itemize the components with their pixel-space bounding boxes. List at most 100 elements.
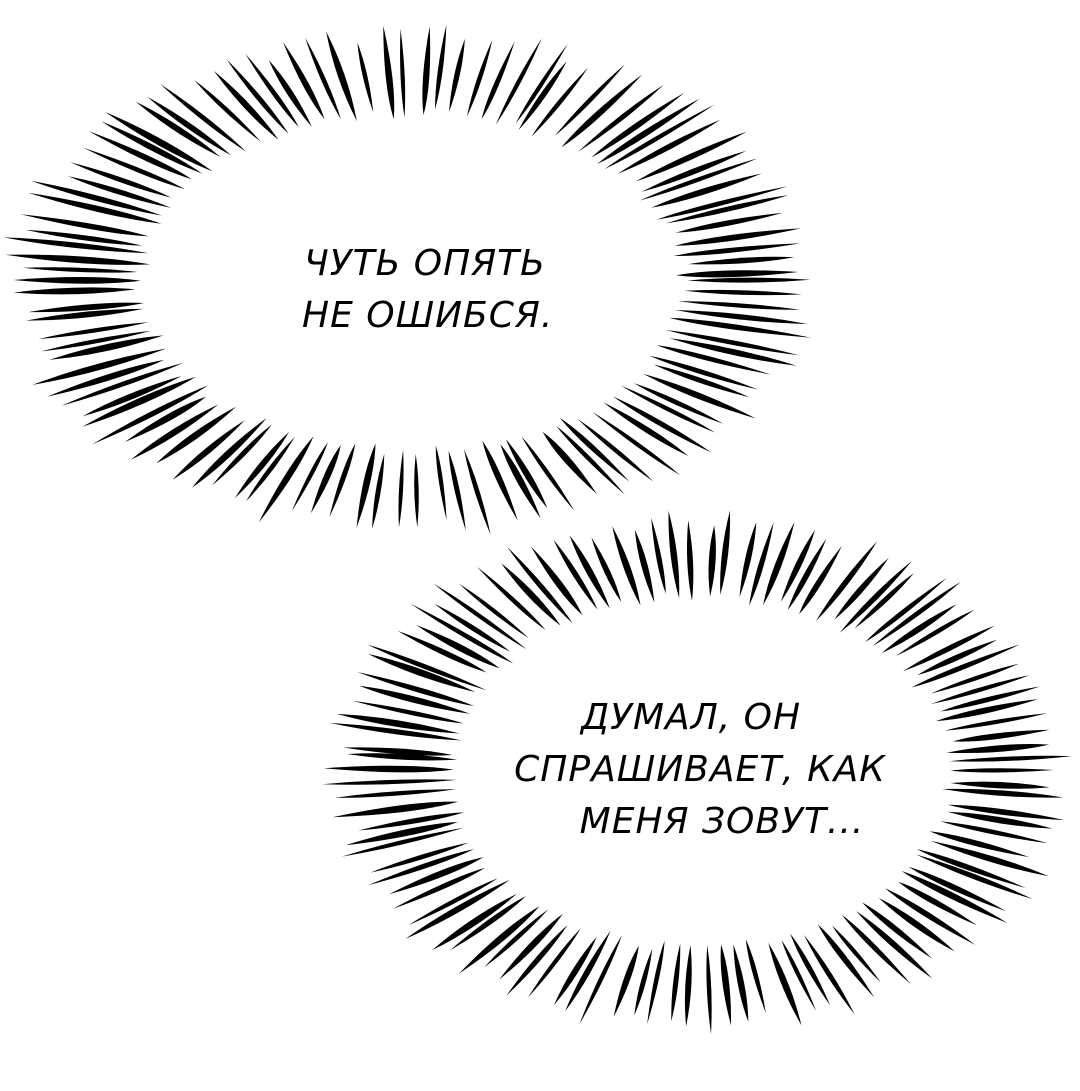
burst-spike	[952, 729, 1050, 742]
burst-spike	[634, 529, 655, 603]
burst-spike	[341, 827, 464, 857]
burst-spike	[674, 228, 801, 246]
burst-spike	[612, 396, 712, 453]
burst-spike	[38, 322, 149, 339]
burst-spike	[408, 878, 498, 926]
burst-spike	[561, 74, 643, 148]
burst-spike	[343, 747, 453, 756]
burst-spike	[940, 686, 1041, 712]
burst-spike	[684, 945, 692, 1027]
burst-spike	[501, 563, 561, 626]
burst-spike	[28, 192, 162, 224]
burst-spike	[651, 173, 762, 208]
burst-spike	[708, 525, 716, 597]
burst-spike	[665, 329, 799, 356]
burst-spike	[528, 928, 581, 998]
burst-spike	[459, 906, 540, 974]
burst-spike	[780, 529, 816, 602]
burst-spike	[495, 38, 542, 125]
burst-spike	[872, 581, 961, 647]
burst-spike	[70, 162, 172, 198]
burst-spike	[787, 538, 827, 611]
burst-spike	[482, 440, 518, 521]
burst-spike	[565, 930, 611, 1012]
burst-spike	[944, 713, 1048, 731]
burst-spike	[942, 788, 1064, 798]
burst-spike	[332, 801, 459, 818]
burst-spike	[82, 376, 196, 427]
burst-spike	[159, 83, 247, 152]
burst-spike	[322, 779, 457, 785]
burst-spike	[291, 442, 328, 511]
burst-spike	[435, 24, 447, 110]
burst-spike	[643, 373, 756, 419]
burst-spike	[929, 831, 1030, 858]
burst-spike	[507, 547, 573, 624]
burst-spike	[613, 945, 639, 1017]
burst-spike	[405, 879, 510, 939]
burst-spike	[901, 871, 1008, 923]
burst-spike	[898, 881, 977, 926]
burst-spike	[749, 522, 774, 606]
burst-spike	[634, 383, 724, 424]
burst-spike	[671, 943, 681, 1022]
burst-spike	[422, 26, 431, 116]
burst-spike	[352, 700, 464, 724]
burst-spike	[916, 849, 1026, 888]
burst-spike	[856, 911, 933, 979]
burst-spike	[213, 70, 279, 140]
burst-spike	[531, 546, 583, 616]
burst-spike	[675, 212, 783, 233]
burst-spike	[105, 112, 213, 172]
burst-spike	[578, 84, 664, 152]
burst-spike	[414, 454, 419, 528]
burst-spike	[669, 317, 812, 338]
bubble-interior	[150, 120, 674, 444]
burst-spike	[930, 840, 1049, 877]
burst-spike	[688, 256, 795, 265]
burst-spike	[334, 789, 457, 798]
burst-spike	[935, 699, 1039, 722]
burst-spike	[841, 914, 911, 985]
burst-spike	[3, 237, 149, 254]
burst-spike	[191, 418, 267, 488]
burst-spike	[930, 663, 1019, 694]
burst-spike	[675, 310, 809, 325]
burst-spike	[383, 25, 395, 120]
burst-spike	[258, 436, 314, 523]
burst-spike	[917, 639, 998, 676]
speech-text-top: ЧУТЬ ОПЯТЬ НЕ ОШИБСЯ.	[270, 238, 570, 342]
burst-spike	[950, 781, 1050, 789]
burst-spike	[246, 436, 295, 502]
burst-spike	[359, 685, 471, 714]
burst-spike	[147, 96, 232, 156]
burst-spike	[130, 404, 219, 460]
burst-spike	[665, 195, 789, 224]
burst-spike	[20, 214, 149, 237]
burst-spike	[389, 857, 484, 895]
burst-spike	[745, 939, 766, 1014]
burst-spike	[372, 453, 385, 529]
burst-spike	[466, 40, 493, 117]
burst-spike	[22, 267, 138, 273]
burst-spike	[604, 104, 715, 170]
burst-spike	[634, 948, 653, 1016]
burst-spike	[531, 67, 588, 137]
burst-spike	[763, 521, 795, 605]
burst-spike	[902, 625, 995, 672]
burst-spike	[500, 444, 541, 519]
burst-spike	[464, 449, 491, 535]
burst-spike	[459, 583, 529, 639]
speech-line: СПРАШИВАЕТ, КАК	[514, 749, 886, 790]
burst-spike	[592, 411, 681, 476]
burst-spike	[739, 522, 757, 597]
burst-spike	[226, 59, 289, 134]
burst-spike	[591, 92, 685, 158]
burst-spike	[82, 376, 182, 417]
burst-spike	[61, 362, 184, 406]
burst-spike	[323, 765, 454, 773]
burst-spike	[416, 625, 500, 669]
burst-spike	[676, 270, 799, 278]
burst-spike	[908, 866, 1006, 912]
